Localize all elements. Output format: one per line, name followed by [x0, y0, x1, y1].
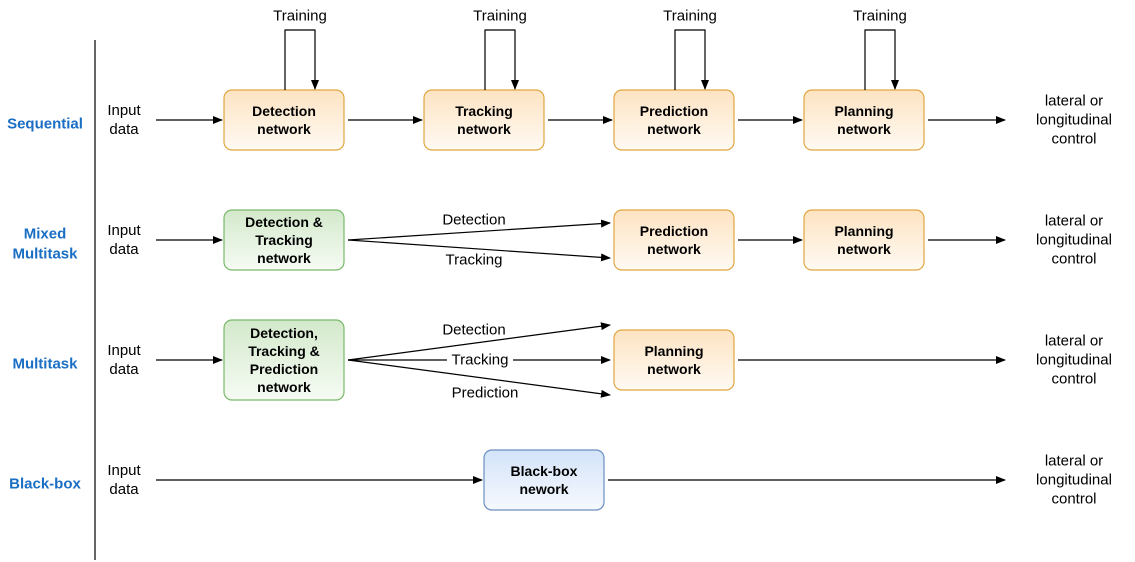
input-data-label: Input — [107, 342, 141, 359]
output-control-label: longitudinal — [1036, 352, 1112, 369]
input-data-label: data — [109, 481, 139, 498]
training-loop — [864, 29, 899, 90]
network-box-label: network — [647, 241, 701, 257]
detection-arrow — [347, 219, 611, 241]
network-box-label: Detection & — [245, 214, 323, 230]
network-box-label: Prediction — [640, 223, 708, 239]
network-box-label: network — [647, 121, 701, 137]
output-control-label: lateral or — [1045, 333, 1103, 350]
network-box-label: Detection, — [250, 325, 318, 341]
training-loop — [484, 29, 519, 90]
edge-label: Tracking — [452, 352, 509, 369]
edge-label: Tracking — [446, 252, 503, 269]
network-box-label: Detection — [252, 103, 316, 119]
input-data-label: data — [109, 121, 139, 138]
network-box — [803, 209, 925, 271]
output-control-label: control — [1051, 131, 1096, 148]
training-loop — [674, 29, 709, 90]
row-label: Black-box — [9, 476, 81, 493]
edge-label: Prediction — [452, 385, 519, 402]
training-label: Training — [853, 8, 907, 25]
output-control-label: longitudinal — [1036, 472, 1112, 489]
network-box-label: network — [257, 121, 311, 137]
training-loop — [284, 29, 319, 90]
output-control-label: lateral or — [1045, 93, 1103, 110]
network-box — [613, 209, 735, 271]
network-box-label: Tracking — [255, 232, 313, 248]
tracking-arrow — [347, 239, 611, 262]
network-box-label: network — [837, 241, 891, 257]
training-label: Training — [473, 8, 527, 25]
network-box-label: network — [257, 250, 311, 266]
network-box-label: Tracking & — [248, 343, 320, 359]
edge-label-background — [447, 351, 513, 369]
row-label: Multitask — [12, 356, 78, 373]
row-label: Mixed — [24, 226, 67, 243]
network-box — [223, 89, 345, 151]
network-box — [483, 449, 605, 511]
network-box — [613, 89, 735, 151]
network-box-label: Planning — [644, 343, 703, 359]
row-label: Sequential — [7, 116, 83, 133]
network-box — [803, 89, 925, 151]
network-box-label: network — [647, 361, 701, 377]
output-control-label: lateral or — [1045, 213, 1103, 230]
network-box-label: nework — [519, 481, 568, 497]
output-control-label: longitudinal — [1036, 112, 1112, 129]
input-data-label: Input — [107, 102, 141, 119]
network-box-label: network — [837, 121, 891, 137]
output-control-label: longitudinal — [1036, 232, 1112, 249]
network-box-label: Prediction — [250, 361, 318, 377]
input-data-label: Input — [107, 222, 141, 239]
output-control-label: lateral or — [1045, 453, 1103, 470]
network-box-label: network — [257, 379, 311, 395]
input-data-label: Input — [107, 462, 141, 479]
network-box — [223, 209, 345, 271]
training-label: Training — [273, 8, 327, 25]
row-label: Multitask — [12, 246, 78, 263]
network-box-label: Tracking — [455, 103, 513, 119]
network-box — [223, 319, 345, 401]
detection-arrow — [347, 322, 611, 361]
network-box-label: Planning — [834, 103, 893, 119]
edge-label: Detection — [442, 322, 505, 339]
network-box-label: Prediction — [640, 103, 708, 119]
output-control-label: control — [1051, 371, 1096, 388]
output-control-label: control — [1051, 491, 1096, 508]
network-box-label: network — [457, 121, 511, 137]
network-box — [423, 89, 545, 151]
output-control-label: control — [1051, 251, 1096, 268]
network-box-label: Planning — [834, 223, 893, 239]
edge-label: Detection — [442, 212, 505, 229]
input-data-label: data — [109, 241, 139, 258]
network-box — [613, 329, 735, 391]
prediction-arrow — [347, 359, 611, 398]
training-label: Training — [663, 8, 717, 25]
input-data-label: data — [109, 361, 139, 378]
network-box-label: Black-box — [511, 463, 578, 479]
